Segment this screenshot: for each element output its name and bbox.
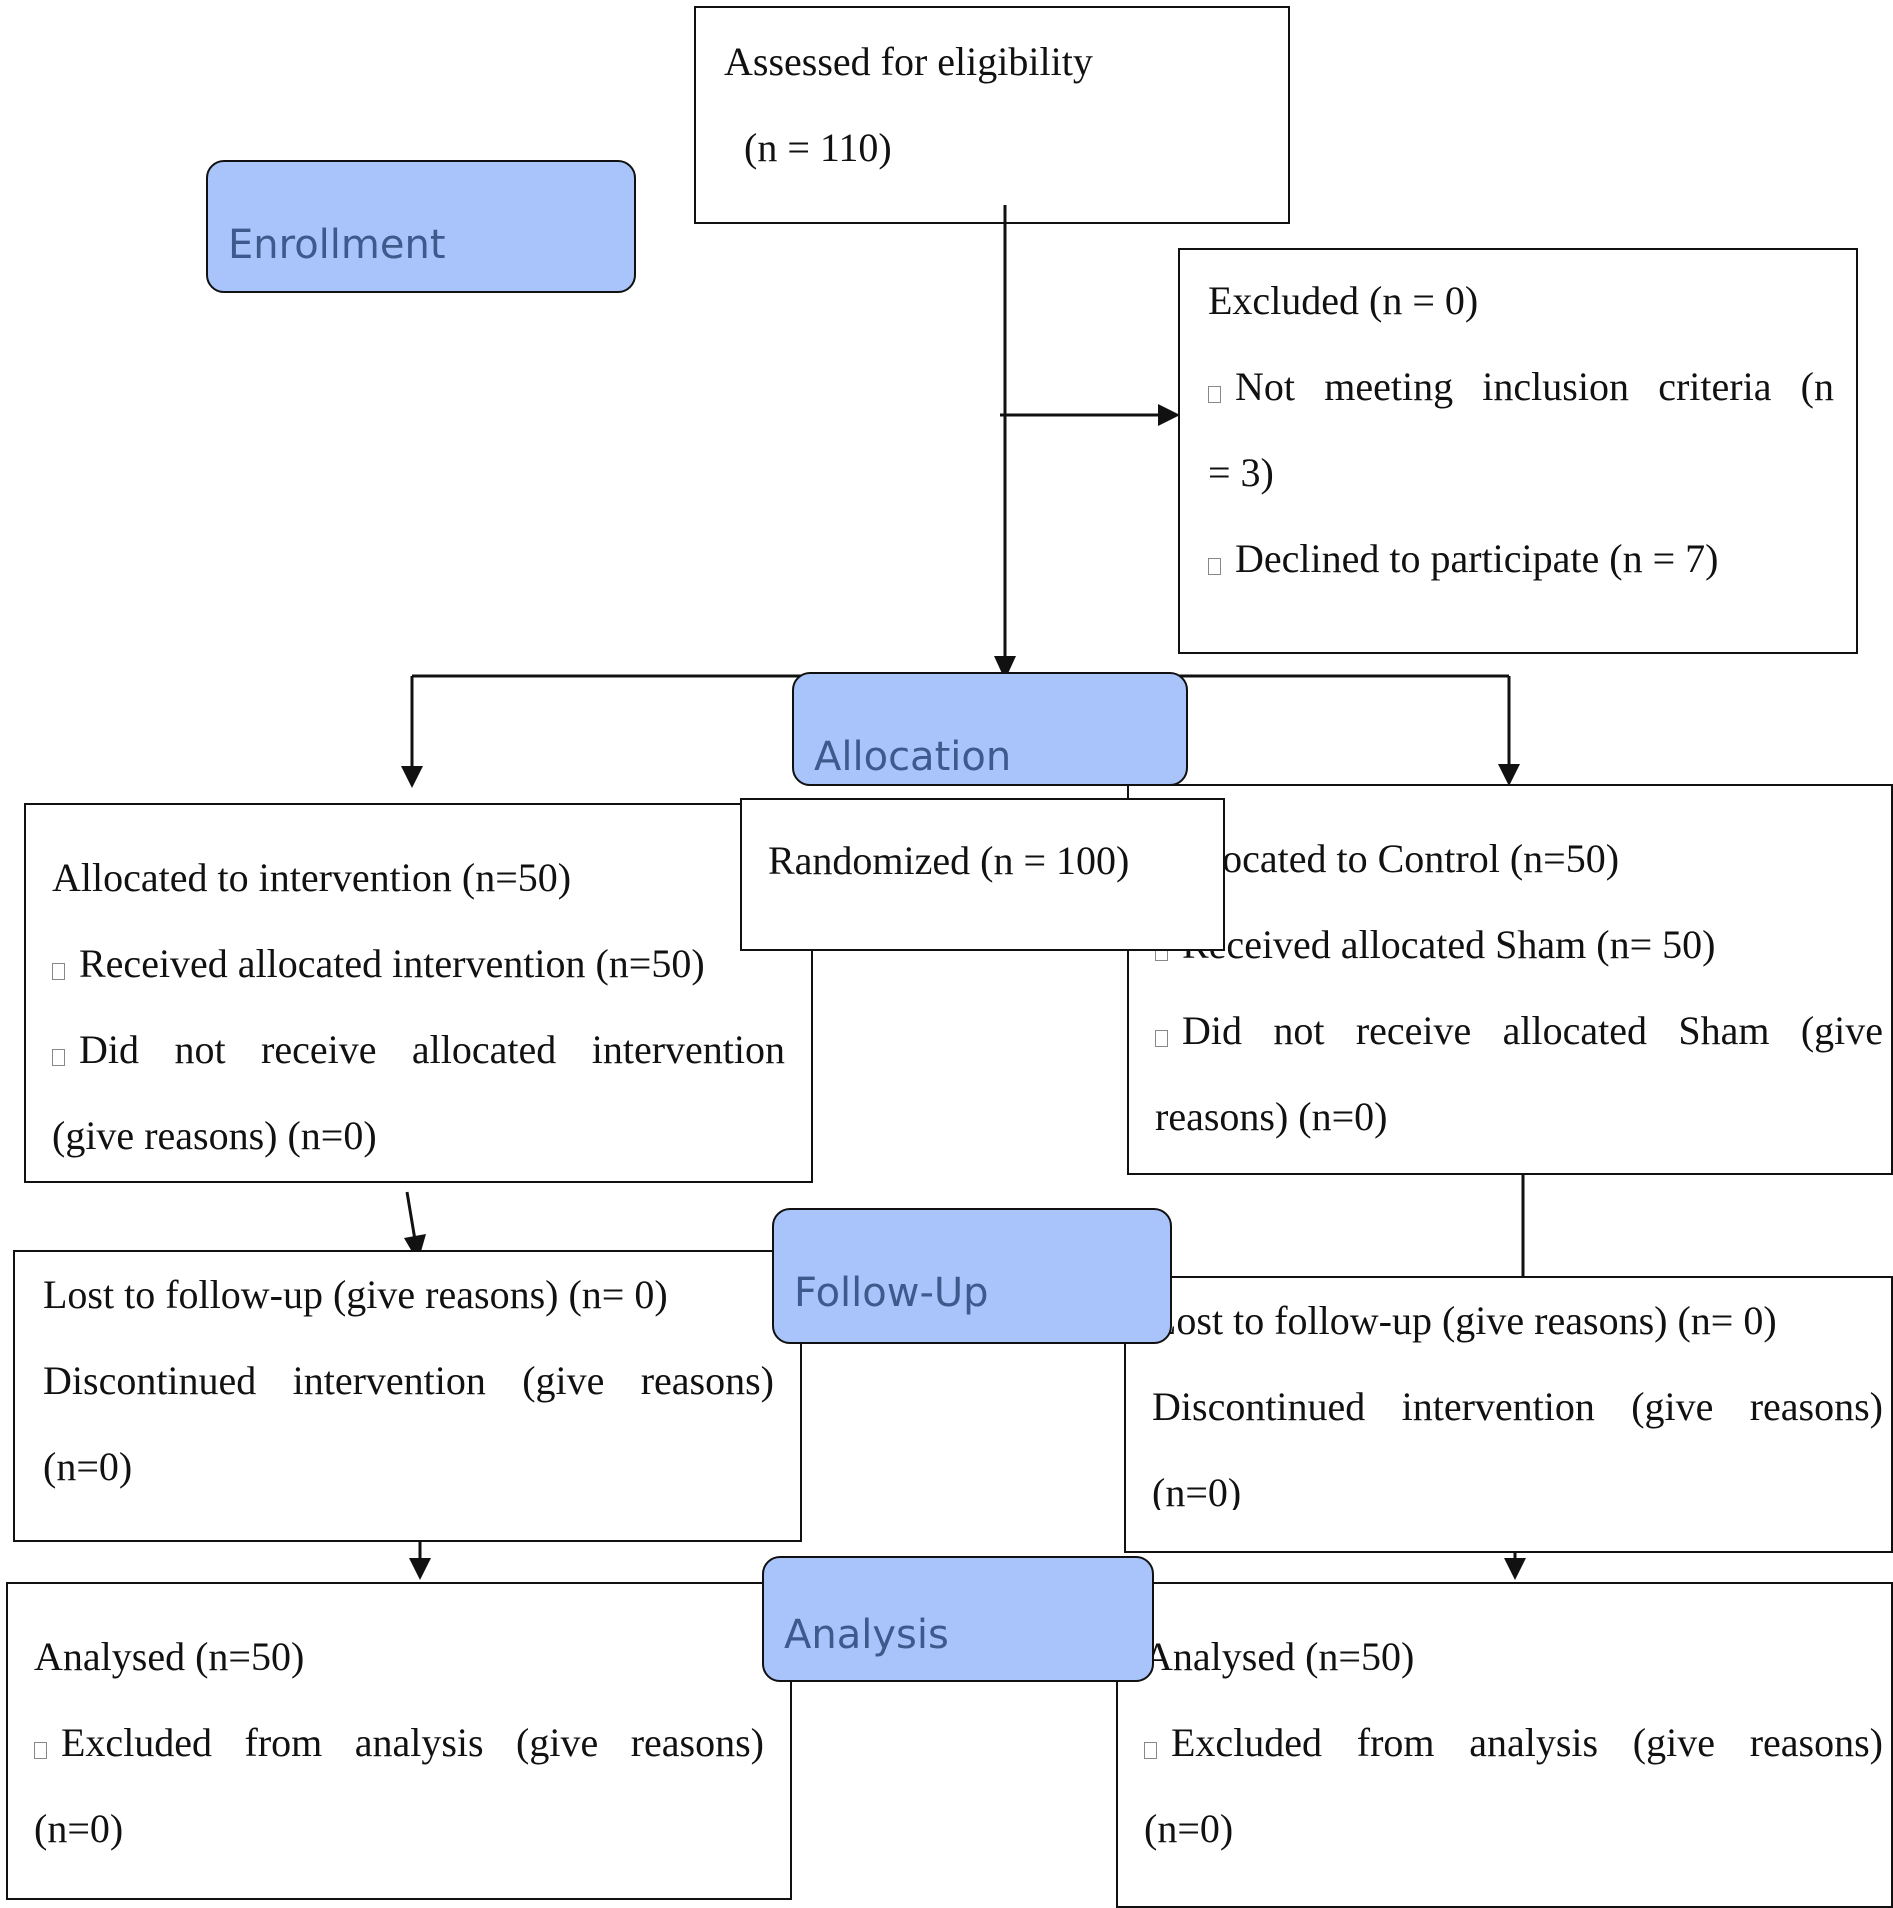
- control-analysis-box: Analysed (n=50) Excluded from analysis (…: [1116, 1582, 1893, 1908]
- stage-label: Enrollment: [228, 222, 446, 268]
- excluded-box: Excluded (n = 0) Not meeting inclusion c…: [1178, 248, 1858, 654]
- checkbox-square-icon: [52, 963, 65, 980]
- intervention-received: Received allocated intervention (n=50): [52, 921, 785, 1007]
- checkbox-square-icon: [34, 1742, 47, 1759]
- checkbox-square-icon: [52, 1049, 65, 1066]
- arrowhead-icon: [1504, 1558, 1526, 1580]
- arrowhead-icon: [1158, 404, 1180, 426]
- randomized-label: Randomized (n = 100): [768, 838, 1130, 883]
- intervention-not-received: Did not receive allocated intervention: [52, 1007, 785, 1093]
- intervention-lost: Lost to follow-up (give reasons) (n= 0): [43, 1272, 668, 1317]
- excluded-title: Excluded (n = 0): [1208, 278, 1479, 323]
- control-not-received-cont: reasons) (n=0): [1155, 1094, 1388, 1139]
- checkbox-square-icon: [1208, 386, 1221, 403]
- checkbox-square-icon: [1208, 558, 1221, 575]
- intervention-discontinued: Discontinued intervention (give reasons): [43, 1358, 774, 1403]
- randomized-box: Randomized (n = 100): [740, 798, 1225, 951]
- arrowhead-icon: [401, 766, 423, 788]
- excluded-item-not-meeting-cont: = 3): [1208, 450, 1274, 495]
- stage-enrollment: Enrollment: [206, 160, 636, 293]
- arrowhead-icon: [404, 1234, 426, 1262]
- control-excluded-analysis: Excluded from analysis (give reasons): [1144, 1700, 1883, 1786]
- arrowhead-icon: [994, 656, 1016, 680]
- assessed-count: (n = 110): [744, 125, 892, 170]
- checkbox-square-icon: [1155, 1030, 1168, 1047]
- checkbox-square-icon: [1144, 1742, 1157, 1759]
- control-allocated-box: Allocated to Control (n=50) Received all…: [1127, 784, 1893, 1175]
- control-not-received: Did not receive allocated Sham (give: [1155, 988, 1883, 1074]
- control-followup-box: Lost to follow-up (give reasons) (n= 0) …: [1124, 1276, 1893, 1553]
- intervention-analysed: Analysed (n=50): [34, 1634, 305, 1679]
- excluded-item-declined: Declined to participate (n = 7): [1208, 516, 1834, 602]
- intervention-excluded-analysis-cont: (n=0): [34, 1806, 124, 1851]
- intervention-allocated-title: Allocated to intervention (n=50): [52, 855, 572, 900]
- stage-analysis: Analysis: [762, 1556, 1154, 1682]
- intervention-discontinued-cont: (n=0): [43, 1444, 133, 1489]
- control-received: Received allocated Sham (n= 50): [1155, 902, 1883, 988]
- intervention-excluded-analysis: Excluded from analysis (give reasons): [34, 1700, 764, 1786]
- stage-label: Allocation: [814, 734, 1012, 780]
- intervention-analysis-box: Analysed (n=50) Excluded from analysis (…: [6, 1582, 792, 1900]
- intervention-not-received-cont: (give reasons) (n=0): [52, 1113, 377, 1158]
- control-lost: Lost to follow-up (give reasons) (n= 0): [1152, 1298, 1777, 1343]
- stage-label: Follow-Up: [794, 1270, 989, 1316]
- control-discontinued: Discontinued intervention (give reasons): [1152, 1384, 1883, 1429]
- arrowhead-icon: [1498, 764, 1520, 786]
- control-discontinued-cont: (n=0): [1152, 1470, 1242, 1510]
- control-excluded-analysis-cont: (n=0): [1144, 1806, 1234, 1851]
- control-allocated-title: Allocated to Control (n=50): [1171, 836, 1620, 881]
- excluded-item-not-meeting: Not meeting inclusion criteria (n: [1208, 344, 1834, 430]
- stage-label: Analysis: [784, 1612, 949, 1658]
- stage-follow-up: Follow-Up: [772, 1208, 1172, 1344]
- control-analysed: Analysed (n=50): [1144, 1634, 1415, 1679]
- assessed-label: Assessed for eligibility: [724, 39, 1093, 84]
- arrowhead-icon: [409, 1558, 431, 1580]
- intervention-allocated-box: Allocated to intervention (n=50) Receive…: [24, 803, 813, 1183]
- intervention-followup-box: Lost to follow-up (give reasons) (n= 0) …: [13, 1250, 802, 1542]
- connector-intervention-to-followup: [405, 1191, 417, 1241]
- assessed-box: Assessed for eligibility (n = 110): [694, 6, 1290, 224]
- stage-allocation: Allocation: [792, 672, 1188, 786]
